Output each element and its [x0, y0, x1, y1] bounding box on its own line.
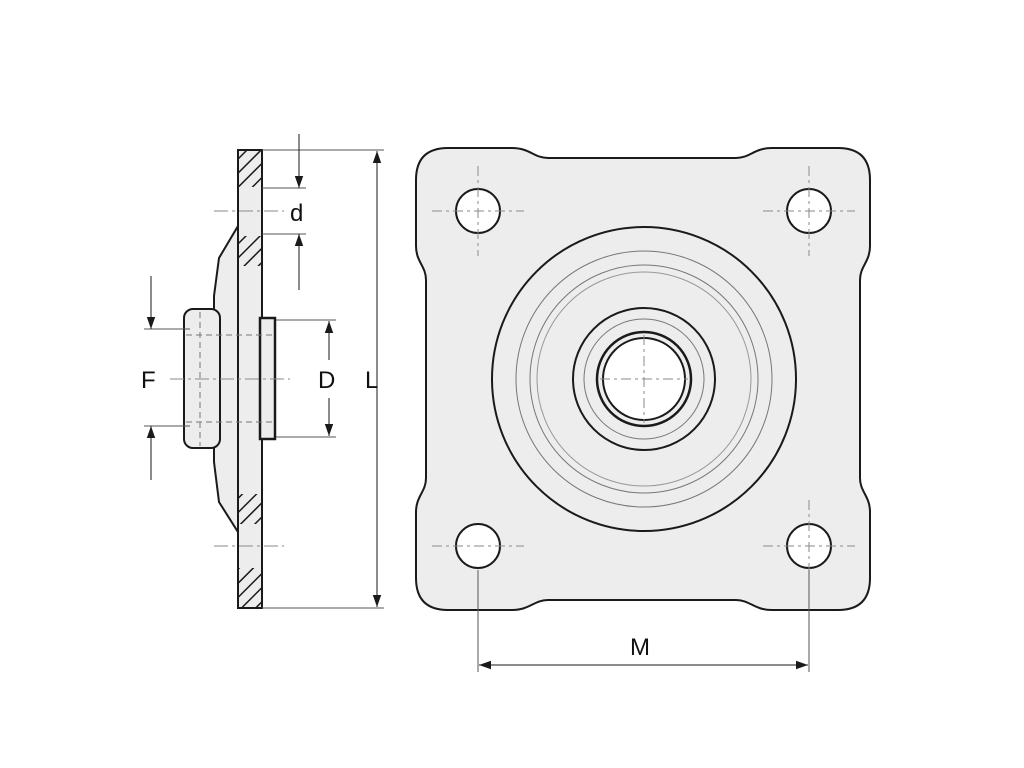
side-plate-hatch-bottom-upper: [239, 494, 261, 524]
housing-ring-1: [515, 250, 773, 508]
label-D: D: [318, 367, 335, 394]
side-view: [170, 149, 290, 609]
housing-ring-3: [536, 271, 752, 487]
bearing-ring: [583, 318, 705, 440]
label-d: d: [290, 200, 303, 227]
label-L: L: [365, 367, 378, 394]
side-plate-hatch-bottom: [239, 568, 261, 607]
label-F: F: [141, 367, 156, 394]
housing-ring-2: [529, 264, 759, 494]
front-view: [415, 147, 871, 611]
side-plate-hatch-top-lower: [239, 236, 261, 266]
label-M: M: [630, 634, 650, 661]
side-plate-hatch-top: [239, 151, 261, 187]
dimension-lines: [144, 134, 810, 672]
